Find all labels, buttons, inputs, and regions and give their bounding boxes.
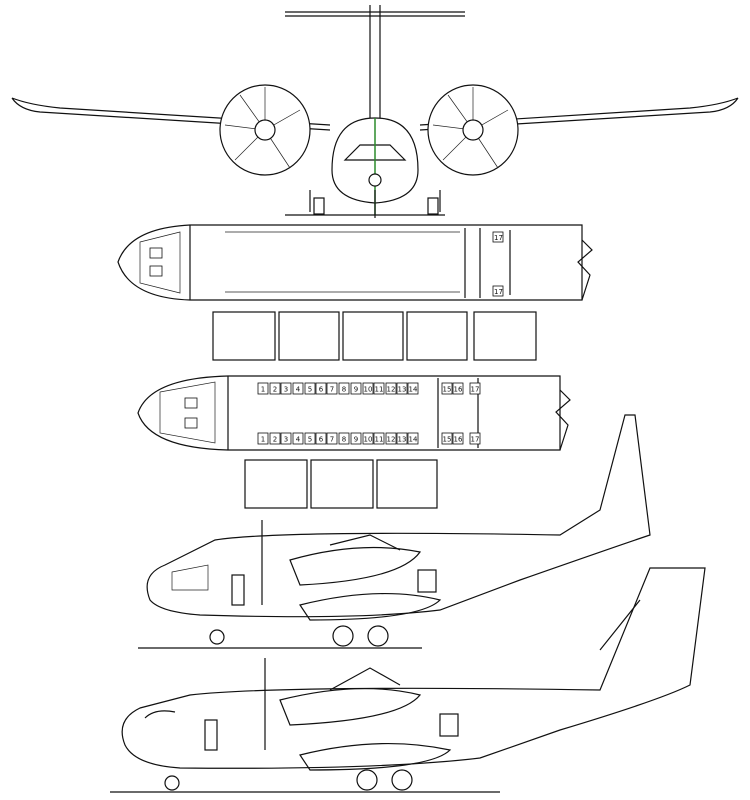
- seat-box: [257, 432, 269, 445]
- seat-number: 5: [308, 436, 312, 444]
- seat-number: 11: [375, 386, 384, 394]
- seat-number: 9: [354, 386, 358, 394]
- seat-box: [269, 432, 281, 445]
- seat-box: [315, 432, 327, 445]
- seat-number: 2: [273, 386, 277, 394]
- seat-box: [441, 432, 453, 445]
- seat-number: 16: [454, 386, 463, 394]
- seat-box: [396, 432, 408, 445]
- pallet-row-5: [212, 311, 537, 361]
- seat-number: 11: [375, 436, 384, 444]
- seat-box: [304, 432, 316, 445]
- seat-box: [362, 432, 374, 445]
- seat-number: 8: [342, 436, 346, 444]
- seat-box: [441, 382, 453, 395]
- seat-number: 16: [454, 436, 463, 444]
- seat-box: [315, 382, 327, 395]
- seat-number: 12: [387, 386, 396, 394]
- plan-view-cargo: 17 17: [117, 224, 593, 301]
- seat-box: [396, 382, 408, 395]
- seat-number: 10: [364, 436, 373, 444]
- seat-number: 17: [471, 386, 480, 394]
- cargo-label: 17: [494, 234, 503, 242]
- seat-box: [338, 432, 350, 445]
- seat-number: 12: [387, 436, 396, 444]
- cargo-label: 17: [494, 288, 503, 296]
- seat-number: 9: [354, 436, 358, 444]
- seat-number: 5: [308, 386, 312, 394]
- seat-number: 7: [330, 386, 334, 394]
- seat-number: 13: [398, 436, 407, 444]
- seat-box: [373, 382, 385, 395]
- seat-box: [469, 432, 481, 445]
- seat-number: 8: [342, 386, 346, 394]
- seat-number: 13: [398, 386, 407, 394]
- seat-box: [326, 432, 338, 445]
- seat-box: [304, 382, 316, 395]
- seat-number: 14: [409, 436, 418, 444]
- seat-box: [350, 432, 362, 445]
- seat-number: 1: [261, 386, 265, 394]
- seat-box: [280, 382, 292, 395]
- seat-box: [407, 432, 419, 445]
- seat-box: [362, 382, 374, 395]
- seat-number: 1: [261, 436, 265, 444]
- seat-box: [292, 382, 304, 395]
- seat-number: 3: [284, 386, 288, 394]
- front-view: [11, 5, 739, 218]
- seat-number: 6: [319, 436, 324, 444]
- seat-box: [280, 432, 292, 445]
- seat-box: [469, 382, 481, 395]
- seat-box: [350, 382, 362, 395]
- seat-box: [385, 432, 397, 445]
- seat-number: 17: [471, 436, 480, 444]
- seat-box: [338, 382, 350, 395]
- seat-box: [326, 382, 338, 395]
- seat-number: 4: [296, 386, 301, 394]
- seat-box: [385, 382, 397, 395]
- seat-box: [452, 382, 464, 395]
- seat-number: 2: [273, 436, 277, 444]
- seat-box: [373, 432, 385, 445]
- seat-number: 7: [330, 436, 334, 444]
- side-view-lower: [110, 567, 706, 793]
- seat-number: 14: [409, 386, 418, 394]
- seat-box: [452, 432, 464, 445]
- seat-number: 15: [443, 386, 452, 394]
- seat-box: [407, 382, 419, 395]
- side-view-upper: [138, 414, 651, 649]
- seat-box: [269, 382, 281, 395]
- seat-number: 15: [443, 436, 452, 444]
- seat-box: [292, 432, 304, 445]
- seat-number: 6: [319, 386, 324, 394]
- seat-number: 10: [364, 386, 373, 394]
- seat-number: 3: [284, 436, 288, 444]
- pallet-row-3: [244, 459, 438, 509]
- seat-number: 4: [296, 436, 301, 444]
- seat-box: [257, 382, 269, 395]
